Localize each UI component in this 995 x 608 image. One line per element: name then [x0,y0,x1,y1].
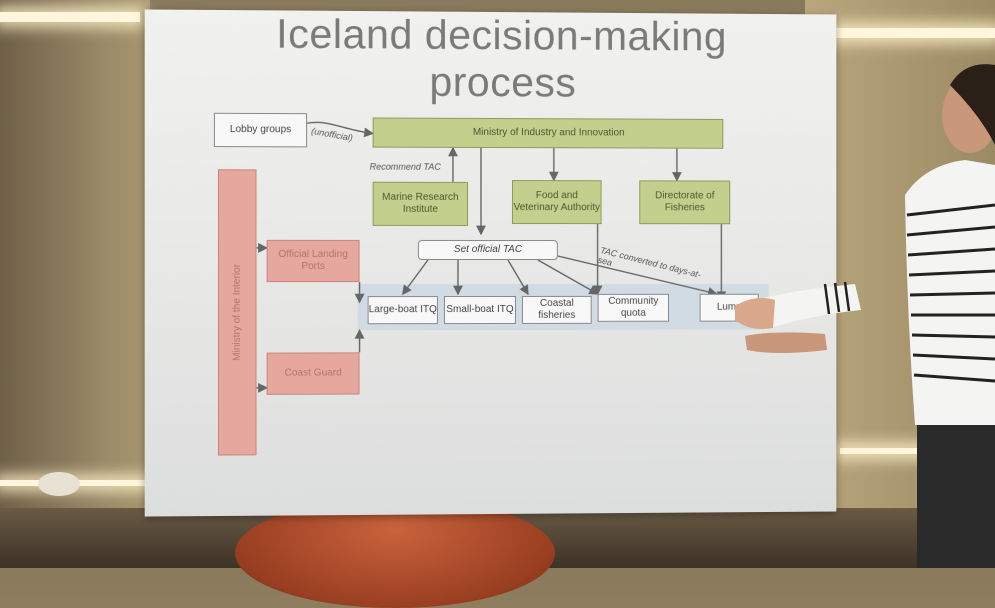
large-boat-itq-box: Large-boat ITQ [367,296,438,325]
lobby-groups-box: Lobby groups [213,112,308,148]
directorate-box: Directorate of Fisheries [639,180,731,225]
set-tac-box: Set official TAC [417,239,558,261]
ministry-industry-box: Ministry of Industry and Innovation [372,117,724,149]
community-quota-box: Community quota [597,293,669,322]
small-boat-itq-box: Small-boat ITQ [443,295,516,325]
food-vet-box: Food and Veterinary Authority [511,180,602,225]
light-strip-right-top [815,28,995,38]
projection-screen: Iceland decision-making process [145,9,837,516]
ministry-interior-label: Ministry of the Interior [231,263,243,361]
landing-ports-box: Official Landing Ports [266,239,360,283]
presenter [905,64,995,568]
stone [38,472,80,496]
presenter-arm [735,281,861,353]
marine-research-box: Marine Research Institute [372,181,468,226]
coastal-fisheries-box: Coastal fisheries [521,295,592,324]
flow-arrows [145,9,837,516]
light-strip-right-bottom [840,448,940,454]
wall-left [0,0,150,568]
recommend-tac-label: Recommend TAC [369,161,441,172]
coast-guard-box: Coast Guard [266,352,360,395]
light-strip-left-top [0,12,140,22]
ministry-interior-box: Ministry of the Interior [217,169,257,456]
